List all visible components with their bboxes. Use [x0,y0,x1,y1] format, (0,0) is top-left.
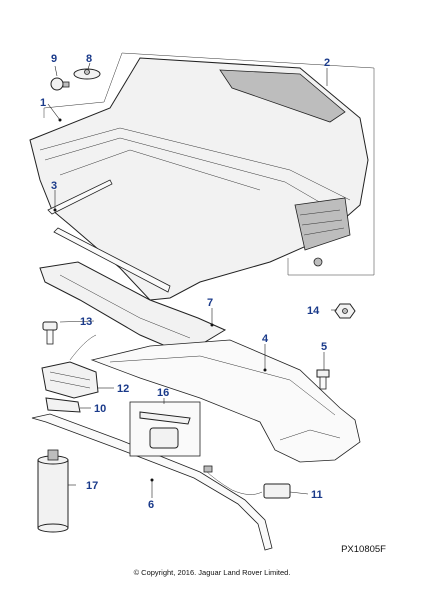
callout-6: 6 [148,499,154,511]
callout-10: 10 [94,403,106,415]
callout-2: 2 [324,57,330,69]
nut-part-14 [334,303,356,319]
callout-17: 17 [86,480,98,492]
bolt-part-13 [42,321,58,345]
callout-3: 3 [51,180,57,192]
copyright-notice: © Copyright, 2016. Jaguar Land Rover Lim… [133,568,291,577]
aerosol-can [37,449,69,533]
striker-part-10 [45,397,81,413]
latch-mechanism [41,334,99,399]
callout-12: 12 [117,383,129,395]
callout-5: 5 [321,341,327,353]
clip-part-8 [73,68,101,80]
fastener-part-9 [50,77,70,91]
roof-panel-assembly [29,52,375,301]
reference-code: PX10805F [341,544,386,555]
callout-13: 13 [80,316,92,328]
callout-14: 14 [307,305,320,317]
cable-part-11 [203,465,291,499]
leader-lines [47,62,337,498]
callout-9: 9 [51,53,57,65]
callout-11: 11 [311,489,323,501]
callout-4: 4 [262,333,269,345]
callout-16: 16 [157,387,169,399]
header-trim-panel [90,339,361,463]
callout-8: 8 [86,53,92,65]
rear-trim-strip [47,179,171,293]
screw-part-5 [316,369,330,390]
adhesive-kit [129,401,201,457]
callout-1: 1 [40,97,46,109]
callout-7: 7 [207,297,213,309]
